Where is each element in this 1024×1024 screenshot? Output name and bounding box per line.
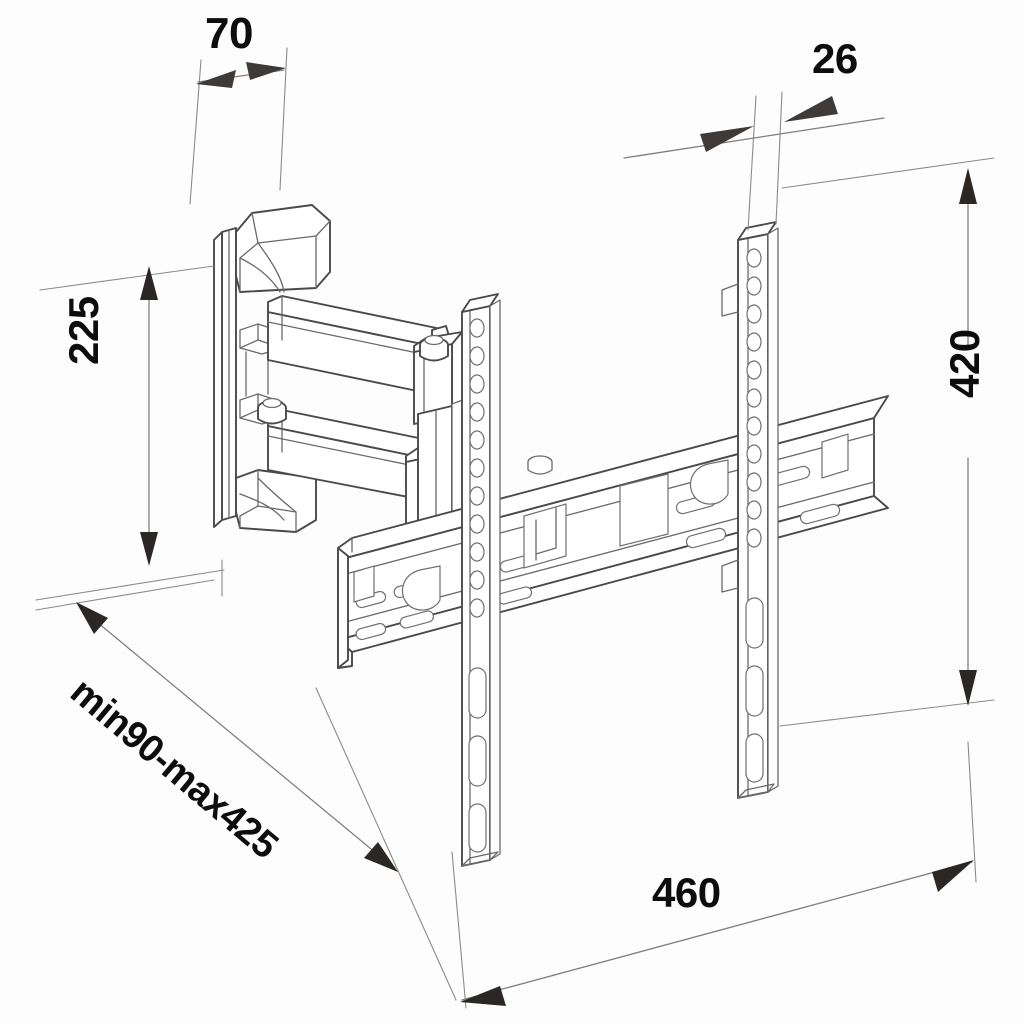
left-rail-round-holes [469, 318, 485, 618]
dimension-225 [35, 265, 215, 611]
dimension-70 [189, 47, 288, 205]
dimension-label-460: 460 [652, 869, 721, 916]
dimension-420 [779, 157, 995, 727]
dimension-label-225: 225 [60, 296, 107, 365]
left-rail-slots [468, 667, 487, 853]
dimension-label-70: 70 [205, 9, 253, 58]
upper-arm [267, 295, 463, 425]
dimension-460 [451, 741, 977, 1009]
dimension-label-26: 26 [812, 35, 858, 82]
right-rail-slots [745, 597, 764, 783]
dimension-label-420: 420 [941, 329, 988, 398]
dimension-26 [623, 91, 885, 231]
right-rail-round-holes [746, 248, 762, 548]
right-vertical-rail [721, 221, 779, 799]
dimension-min90-max425 [35, 569, 457, 1001]
left-vertical-rail [461, 293, 501, 867]
